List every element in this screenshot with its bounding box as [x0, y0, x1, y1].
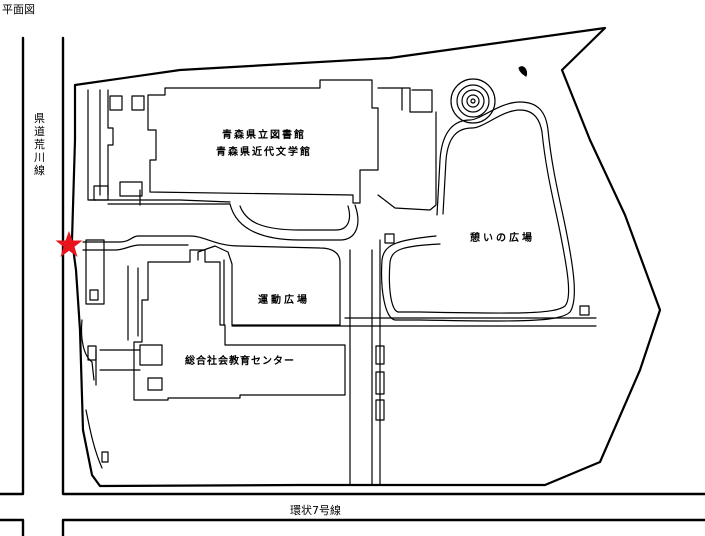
education-center-label: 総合社会教育センター [185, 356, 295, 367]
education-center-building [95, 249, 346, 401]
rest-plaza-label: 憩いの広場 [470, 233, 535, 244]
rest-plaza-path [380, 101, 590, 322]
prefectural-road-label: 県道荒川線 [34, 112, 45, 177]
west-paths [80, 239, 109, 469]
ring-road-label: 環状7号線 [290, 504, 341, 517]
road-edges [0, 36, 705, 536]
shell-sculpture [518, 66, 528, 77]
sports-ground-label: 運動広場 [258, 295, 310, 306]
map-heading: 平面図 [2, 3, 35, 16]
library-label: 青森県立図書館 青森県近代文学館 [216, 127, 312, 161]
inner-roads [231, 239, 597, 486]
spiral-mound [450, 78, 496, 124]
sports-ground [197, 245, 341, 326]
library-building [87, 79, 379, 206]
library-annex [377, 87, 437, 211]
library-label-line1: 青森県立図書館 [222, 130, 306, 141]
entrance-road [82, 203, 359, 326]
site-boundary [70, 26, 662, 488]
red-star-icon [55, 231, 83, 257]
library-label-line2: 青森県近代文学館 [216, 147, 312, 158]
